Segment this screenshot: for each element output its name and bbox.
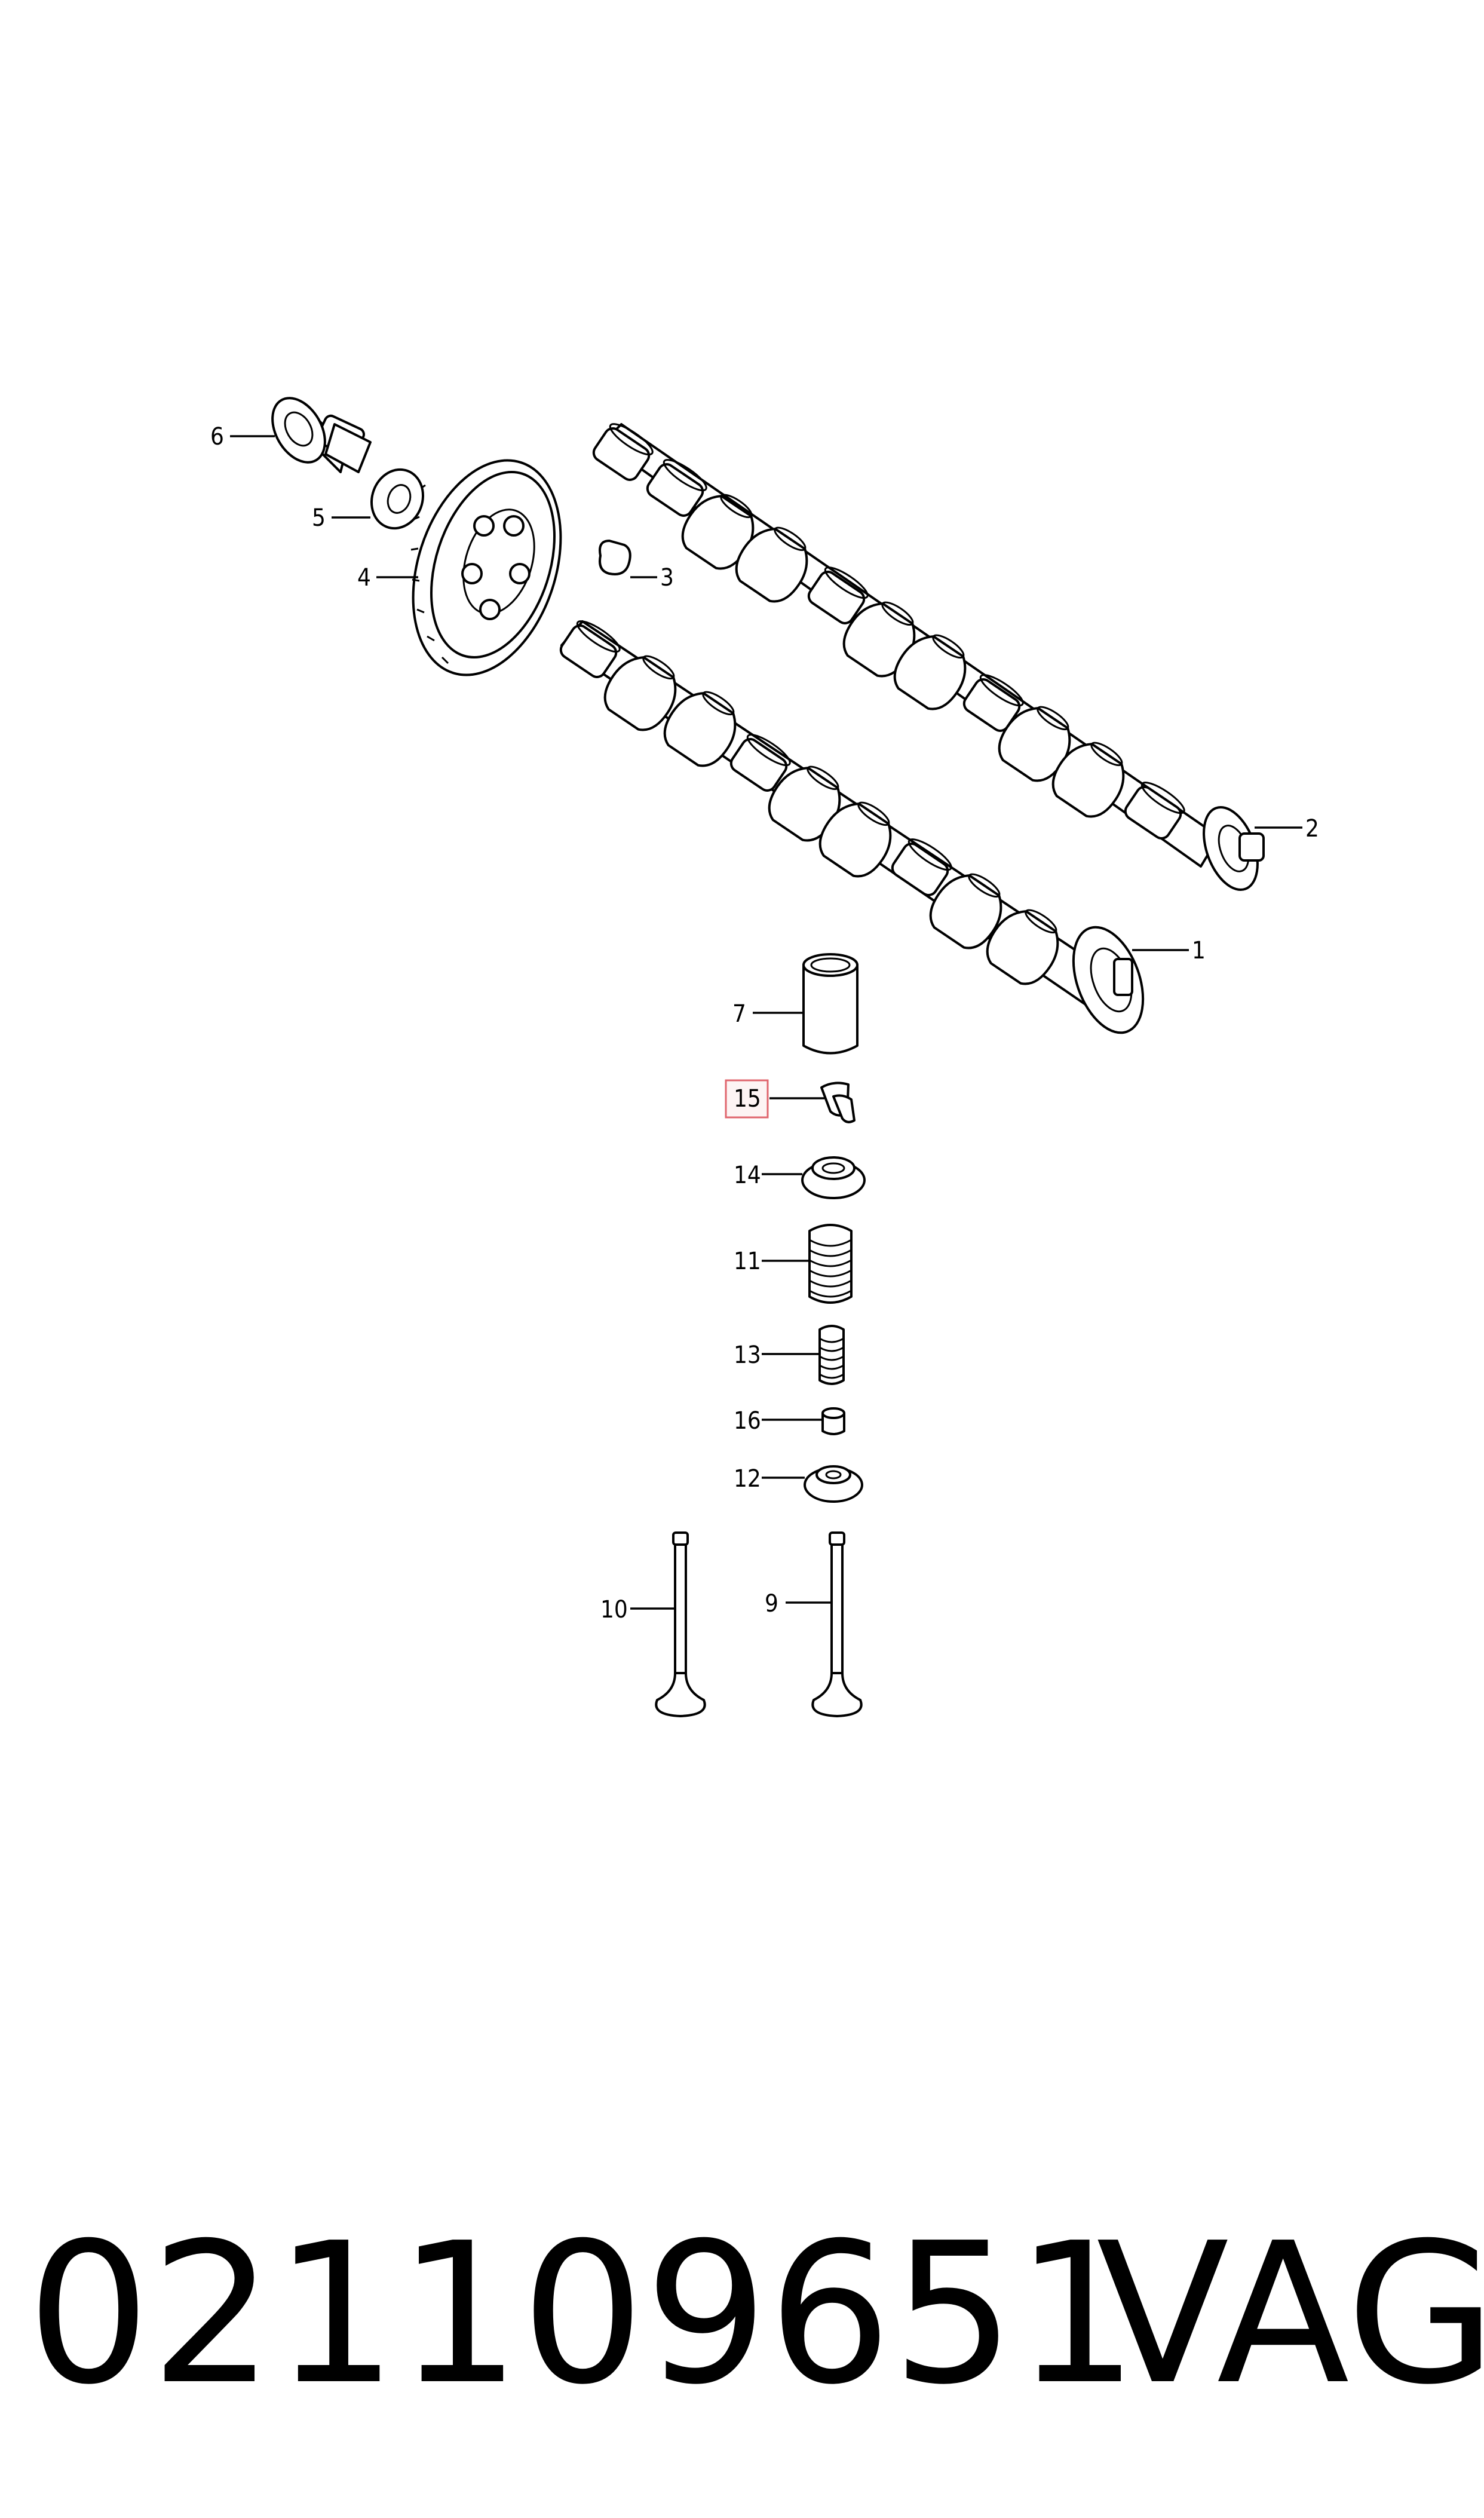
stem-seal-drawing <box>821 1407 845 1435</box>
callout-11[interactable]: 11 <box>734 1248 761 1275</box>
callout-3[interactable]: 3 <box>660 564 674 592</box>
cotter-drawing <box>820 1082 856 1123</box>
callout-2[interactable]: 2 <box>1305 815 1319 843</box>
callout-5[interactable]: 5 <box>312 504 326 532</box>
callout-15[interactable]: 15 <box>734 1085 761 1113</box>
callout-13[interactable]: 13 <box>734 1341 761 1369</box>
callout-6[interactable]: 6 <box>210 423 224 451</box>
tappet-drawing <box>802 953 858 1055</box>
callout-4[interactable]: 4 <box>357 564 371 592</box>
leader-lines <box>230 435 1302 1610</box>
camshaft-lower-drawing <box>556 615 1145 1034</box>
key-drawing <box>599 540 631 575</box>
spring-seat-drawing <box>804 1465 863 1503</box>
valve-right-drawing <box>811 1531 863 1717</box>
inner-spring-drawing <box>818 1325 845 1385</box>
callout-labels: 1 2 3 4 5 6 7 9 10 11 12 13 14 15 16 <box>210 423 1319 1623</box>
highlight-callout-15 <box>725 1079 769 1119</box>
washer-drawing <box>370 468 425 530</box>
part-number-caption: 021109651 <box>27 2201 1139 2427</box>
sprocket-drawing <box>410 459 562 676</box>
callout-7[interactable]: 7 <box>732 1000 746 1028</box>
callout-9[interactable]: 9 <box>765 1590 778 1618</box>
callout-12[interactable]: 12 <box>734 1465 761 1493</box>
brand-caption: VAG <box>1096 2201 1484 2427</box>
callout-1[interactable]: 1 <box>1192 937 1206 964</box>
outer-spring-drawing <box>808 1224 853 1304</box>
callout-14[interactable]: 14 <box>734 1162 761 1189</box>
valve-left-drawing <box>655 1531 706 1717</box>
callout-16[interactable]: 16 <box>734 1407 761 1435</box>
camshaft-upper-drawing <box>589 418 1265 892</box>
callout-10[interactable]: 10 <box>600 1596 628 1623</box>
bolt-drawing <box>271 397 372 473</box>
retainer-drawing <box>801 1156 866 1199</box>
